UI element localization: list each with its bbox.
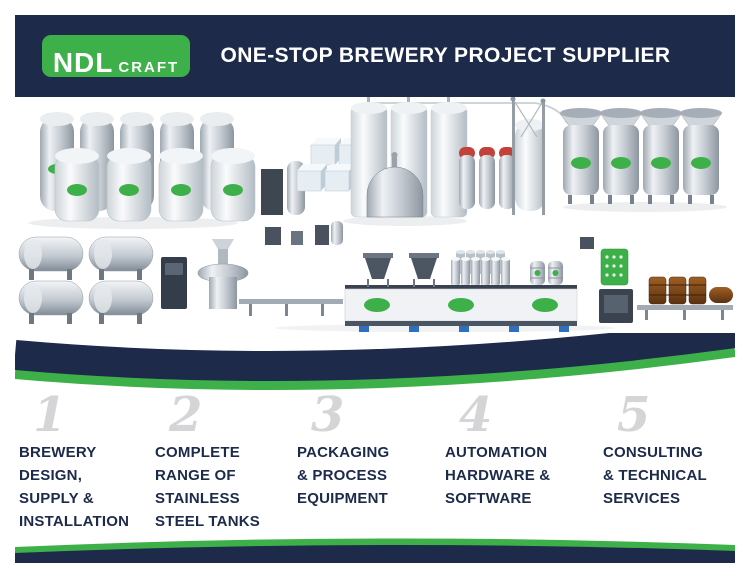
dump-hoppers [363, 253, 439, 287]
rotary-filler-machine [161, 239, 343, 316]
feature-number: 1 [33, 387, 67, 443]
feature-label: BREWERY DESIGN, SUPPLY & INSTALLATION [19, 444, 130, 530]
logo-secondary-text: CRAFT [118, 59, 180, 76]
bright-beer-tanks [18, 236, 154, 324]
divider-swoosh [13, 318, 738, 393]
feature-label: PACKAGING & PROCESS EQUIPMENT [297, 444, 390, 507]
brand-logo-text: NDL CRAFT [53, 42, 179, 84]
footer-band [15, 537, 735, 563]
equipment-illustration-area [15, 96, 735, 333]
mid-row-machines [265, 221, 594, 249]
feature-item-2: 2 COMPLETE RANGE OF STAINLESS STEEL TANK… [151, 387, 287, 533]
feature-number: 3 [311, 387, 345, 443]
logo-primary-text: NDL [52, 47, 114, 78]
brewery-equipment-illustration [18, 96, 733, 332]
feature-item-3: 3 PACKAGING & PROCESS EQUIPMENT [287, 387, 429, 510]
feature-item-5: 5 CONSULTING & TECHNICAL SERVICES [577, 387, 735, 510]
divider-swoosh-graphic [13, 318, 738, 390]
red-cap-tanks [459, 119, 545, 211]
feature-number: 5 [617, 387, 651, 443]
packaging-line-machine [344, 285, 578, 332]
footer-band-graphic [15, 538, 735, 563]
feature-list: 1 BREWERY DESIGN, SUPPLY & INSTALLATION … [15, 387, 735, 537]
feature-label: CONSULTING & TECHNICAL SERVICES [603, 444, 707, 507]
header-band: NDL CRAFT ONE-STOP BREWERY PROJECT SUPPL… [15, 15, 735, 97]
silo-tanks [350, 97, 568, 218]
brand-logo: NDL CRAFT [42, 35, 190, 78]
left-fermenter-tanks [40, 112, 256, 222]
control-panel [600, 248, 629, 286]
palletizer-and-drums [599, 276, 733, 323]
feature-item-4: 4 AUTOMATION HARDWARE & SOFTWARE [429, 387, 577, 510]
feature-label: COMPLETE RANGE OF STAINLESS STEEL TANKS [155, 444, 260, 530]
hoist-masts [510, 96, 546, 215]
cans-and-kegs [451, 250, 563, 285]
feature-number: 4 [459, 387, 493, 443]
page-title: ONE-STOP BREWERY PROJECT SUPPLIER [220, 44, 671, 67]
feature-item-1: 1 BREWERY DESIGN, SUPPLY & INSTALLATION [15, 387, 151, 533]
feature-number: 2 [169, 387, 203, 443]
right-fermenter-tanks [559, 108, 723, 204]
feature-label: AUTOMATION HARDWARE & SOFTWARE [445, 444, 551, 507]
